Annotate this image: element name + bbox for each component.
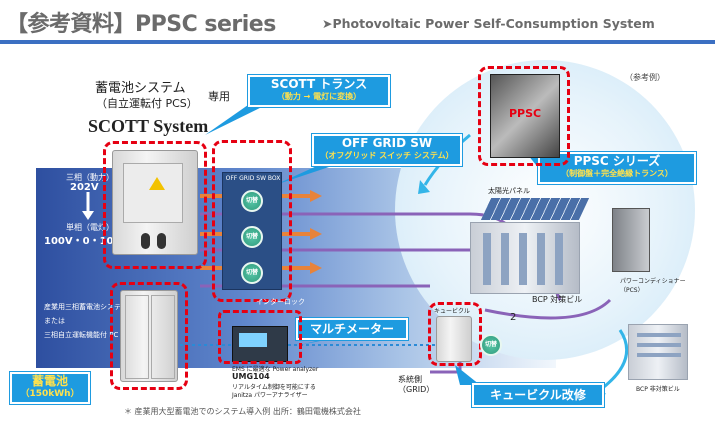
analyzer-line3: リアルタイム制御を可能にする	[232, 384, 316, 391]
scott-transformer-cabinet	[112, 150, 198, 255]
callout-battery-sub: （150kWh）	[20, 389, 80, 399]
offgrid-callout-pointer	[275, 160, 350, 185]
building-window	[637, 333, 681, 337]
analyzer-model: UMG104	[232, 372, 270, 381]
ppsc-panel-highlight	[478, 66, 570, 166]
warning-icon	[149, 177, 165, 190]
non-bcp-building-label: BCP 非対策ビル	[636, 386, 680, 393]
analyzer-display	[239, 333, 267, 347]
callout-offgrid-sub: （オフグリッド スイッチ システム）	[320, 151, 454, 160]
battery-desc-line1: 産業用三相蓄電池システ	[44, 303, 121, 311]
grid-label-line2: （GRID）	[398, 385, 435, 394]
callout-battery-title: 蓄電池	[31, 374, 68, 388]
cable-gland-icon	[157, 233, 166, 249]
analyzer-line4: Janitza パワーアナライザー	[232, 392, 308, 399]
callout-battery: 蓄電池 （150kWh）	[10, 372, 90, 404]
cubicle-cabinet	[436, 316, 472, 362]
callout-ppsc-series: PPSC シリーズ （制御盤＋完全絶縁トランス）	[538, 152, 696, 184]
single-phase-voltage: 100V・0・100V	[44, 236, 129, 247]
callout-scott-transformer: SCOTT トランス （動力 → 電灯に変換）	[248, 75, 390, 107]
building-window	[537, 233, 545, 285]
system-name: SCOTT System	[88, 116, 209, 136]
solar-panel-array	[480, 198, 590, 220]
switch-button-1: 切替	[241, 190, 263, 212]
system-title-line2: （自立運転付 PCS）	[96, 97, 198, 110]
cubicle-callout-pointer	[455, 365, 480, 385]
scott-transformer-highlight	[103, 141, 207, 269]
callout-ppsc-title: PPSC シリーズ	[573, 154, 661, 168]
page-subtitle: ➤Photovoltaic Power Self-Consumption Sys…	[322, 16, 655, 31]
building-window	[555, 233, 563, 285]
cable-gland-icon	[141, 233, 150, 249]
ppsc-control-panel: PPSC	[490, 74, 560, 158]
callout-scott-title: SCOTT トランス	[270, 77, 368, 91]
callout-scott-sub: （動力 → 電灯に変換）	[276, 92, 362, 101]
bcp-building	[470, 222, 580, 294]
header: 【参考資料】PPSC series ➤Photovoltaic Power Se…	[0, 0, 715, 44]
building-window	[637, 353, 681, 357]
cubicle-label: キュービクル	[434, 308, 470, 315]
multimeter-highlight	[218, 310, 302, 364]
building-window	[637, 343, 681, 347]
grid-label-line1: 系統側	[398, 375, 422, 384]
callout-offgrid-sw: OFF GRID SW （オフグリッド スイッチ システム）	[312, 134, 462, 166]
callout-multimeter-title: マルチメーター	[309, 322, 394, 336]
building-window	[501, 233, 509, 285]
switch-button-3: 切替	[241, 262, 263, 284]
page-title: 【参考資料】PPSC series	[6, 12, 276, 37]
callout-cubicle-title: キュービクル改修	[490, 388, 586, 402]
header-rule	[0, 40, 715, 44]
battery-door-right	[151, 295, 175, 379]
callout-multimeter: マルチメーター	[296, 318, 408, 340]
cubicle-highlight	[428, 302, 482, 366]
bcp-building-label: BCP 対策ビル	[532, 295, 583, 304]
system-title-line1: 蓄電池システム	[95, 81, 186, 96]
interlock-label: インターロック	[256, 298, 305, 306]
analyzer-line1: EMS に最適な Power analyzer	[232, 366, 319, 373]
switch-button-2: 切替	[241, 226, 263, 248]
three-phase-label: 三相（動力）	[66, 173, 114, 182]
number-two-label: 2	[510, 312, 517, 323]
down-arrowhead	[82, 211, 94, 220]
power-analyzer-device	[232, 326, 288, 362]
callout-cubicle-renovation: キュービクル改修	[472, 383, 604, 407]
footnote: ＊ 産業用大型蓄電池でのシステム導入例 出所：鶴田電機株式会社	[124, 407, 361, 416]
cubicle-switch-button: 切替	[480, 334, 502, 356]
reference-example-label: （参考例）	[625, 73, 665, 82]
orange-arrowheads	[310, 190, 322, 274]
battery-highlight	[110, 282, 188, 390]
pcs-unit	[612, 208, 650, 272]
building-window	[483, 233, 491, 285]
single-phase-label: 単相（電灯）	[66, 223, 114, 232]
battery-desc-line2: または	[44, 317, 65, 325]
ppsc-panel-label: PPSC	[509, 107, 542, 120]
building-window	[519, 233, 527, 285]
pcs-label: パワーコンディショナー（PCS）	[620, 278, 686, 294]
battery-desc-line3: 三相自立運転機能付 PC	[44, 331, 119, 339]
offgrid-sw-highlight	[212, 140, 292, 302]
callout-offgrid-title: OFF GRID SW	[341, 136, 433, 150]
three-phase-voltage: 202V	[70, 182, 99, 193]
solar-panel-label: 太陽光パネル	[488, 187, 530, 195]
callout-ppsc-sub: （制御盤＋完全絶縁トランス）	[561, 169, 673, 178]
system-title-suffix: 専用	[208, 90, 230, 103]
scott-callout-pointer	[205, 98, 280, 135]
non-bcp-building	[628, 324, 688, 380]
swbox-label: OFF GRID SW BOX	[225, 175, 281, 182]
battery-door-left	[125, 295, 149, 379]
cabinet-door	[123, 163, 183, 223]
battery-cabinet	[120, 290, 178, 382]
